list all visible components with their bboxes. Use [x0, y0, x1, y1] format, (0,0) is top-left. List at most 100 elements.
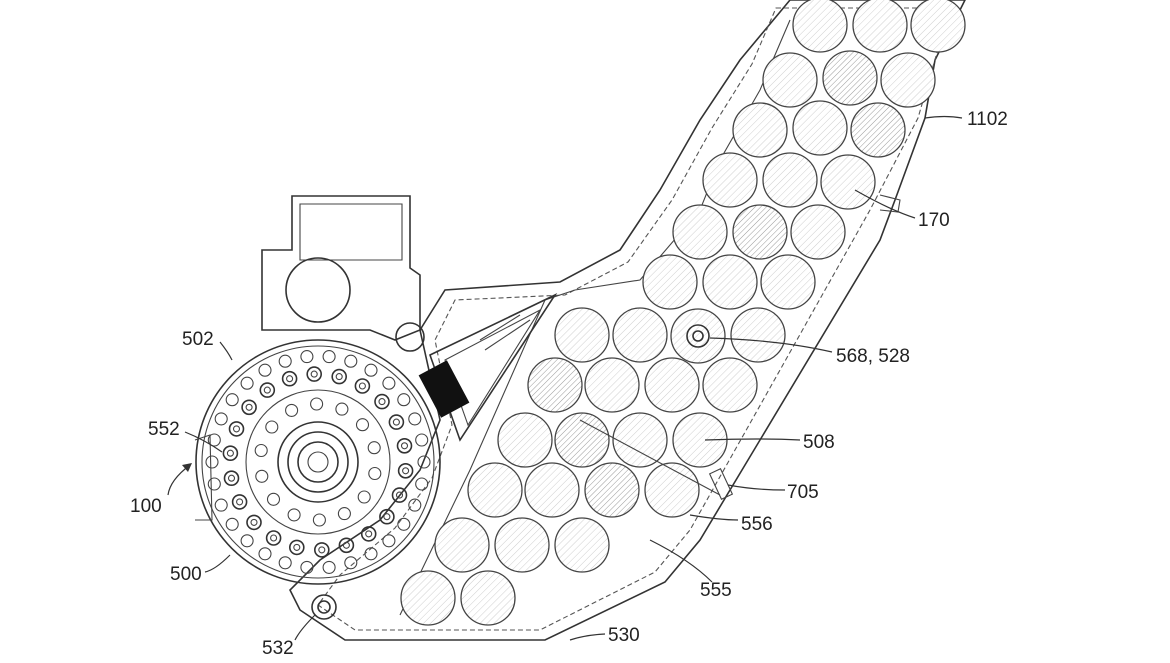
battery-cell	[672, 204, 728, 260]
gear-mid-roller-core	[270, 534, 278, 542]
gear-axle-outer	[277, 421, 359, 503]
leader-1102	[924, 115, 963, 119]
gear-mid-roller	[259, 382, 276, 398]
gear-mid-roller-core	[402, 467, 410, 475]
label-500: 500	[170, 564, 202, 585]
label-170: 170	[918, 210, 950, 231]
gear-outer-roller	[240, 534, 254, 548]
gear-outer-roller	[344, 556, 358, 570]
gear-mid-roller-core	[358, 382, 366, 390]
leader-556	[689, 514, 739, 521]
gear-mid-roller	[379, 508, 395, 525]
gear-outer-roller	[408, 412, 422, 426]
battery-cell	[762, 152, 818, 208]
battery-cell	[434, 517, 490, 573]
connector-bolt-inner	[692, 330, 704, 342]
battery-cell	[584, 357, 640, 413]
battery-cell	[554, 517, 610, 573]
gear-mid-roller-core	[318, 546, 326, 554]
gear-mid-roller-core	[293, 543, 301, 551]
battery-cell	[880, 52, 936, 108]
gear-mid-roller	[231, 494, 248, 510]
gear-mid-roller	[391, 487, 408, 503]
gear-mid-roller	[228, 421, 245, 437]
gear-outer-roller	[397, 393, 411, 407]
gear-mid-roller-core	[392, 418, 400, 426]
battery-cell	[642, 254, 698, 310]
housing-inner-outline	[317, 7, 951, 631]
gear-mid-roller-core	[236, 498, 244, 506]
gear-axle-inner	[297, 441, 339, 483]
gear-mid-roller-core	[263, 386, 271, 394]
label-508: 508	[803, 432, 835, 453]
battery-cell	[792, 100, 848, 156]
gear-inner-roller	[312, 513, 326, 527]
gear-outer-roller	[415, 433, 429, 447]
gear-outer-roller	[278, 354, 292, 368]
gear-outer-roller	[364, 363, 378, 377]
gear-inner-roller	[367, 441, 381, 455]
leader-705	[727, 484, 786, 491]
gear-outer-roller	[300, 560, 314, 574]
gear-outer-roller	[214, 412, 228, 426]
gear-mid-roller	[288, 539, 305, 556]
mount-bolt-outer	[311, 594, 337, 620]
gear-rollers	[205, 350, 431, 574]
battery-cell	[524, 462, 580, 518]
motor-gear-assembly	[194, 324, 734, 620]
gear-outer-roller	[417, 455, 431, 469]
leader-170	[854, 189, 916, 219]
battery-cell	[644, 357, 700, 413]
leader-508	[704, 438, 801, 441]
gear-mid-roller-core	[400, 442, 409, 450]
gear-mid-roller-core	[232, 425, 241, 433]
gear-inner-roller	[357, 490, 371, 504]
battery-cell	[554, 412, 610, 468]
battery-cell	[644, 462, 700, 518]
leader-530	[569, 633, 606, 641]
gear-outer-roller	[225, 393, 239, 407]
gear-outer-roller	[415, 477, 429, 491]
battery-cell	[702, 357, 758, 413]
gear-mid-roller	[222, 445, 239, 462]
gear-mid-roller-core	[310, 370, 318, 378]
mount-bolt-inner	[317, 600, 331, 614]
leader-502	[219, 341, 233, 361]
gear-inner-roller	[355, 418, 370, 432]
gear-outer-roller	[258, 363, 272, 377]
gear-inner-roller	[335, 402, 349, 416]
gear-mid-roller-core	[286, 375, 294, 383]
gear-outer-ring	[195, 339, 441, 585]
gear-mid-roller	[223, 470, 240, 487]
gear-outer-roller	[382, 376, 396, 390]
label-568-528: 568, 528	[836, 346, 910, 367]
gear-hub-ring	[245, 389, 391, 535]
battery-cell	[852, 0, 908, 53]
battery-cell	[527, 357, 583, 413]
leader-555	[649, 539, 713, 583]
latch-tab	[708, 468, 734, 500]
gear-outer-roller	[278, 556, 292, 570]
gear-mid-roller	[397, 462, 414, 479]
bracket-hole	[285, 257, 351, 323]
battery-cell	[730, 307, 786, 363]
battery-cell	[670, 308, 726, 364]
label-530: 530	[608, 625, 640, 646]
battery-cell	[702, 152, 758, 208]
gear-outer-roller	[322, 350, 336, 364]
battery-cell	[400, 570, 456, 626]
gear-mid-roller	[354, 378, 371, 394]
gear-side-tab	[194, 434, 213, 521]
gear-outer-roller	[207, 433, 221, 447]
gear-inner-roller	[254, 443, 268, 458]
battery-cell	[790, 204, 846, 260]
bracket-inner-outline	[299, 203, 403, 261]
battery-cell	[910, 0, 966, 53]
label-100: 100	[130, 496, 162, 517]
gear-outer-roller	[344, 354, 358, 368]
reference-numerals: 1102 170 568, 528 508 705 556 555 530 53…	[130, 109, 1008, 659]
battery-cell	[822, 50, 878, 106]
gear-mid-roller-core	[365, 530, 373, 538]
gear-mid-roller-core	[227, 474, 236, 482]
